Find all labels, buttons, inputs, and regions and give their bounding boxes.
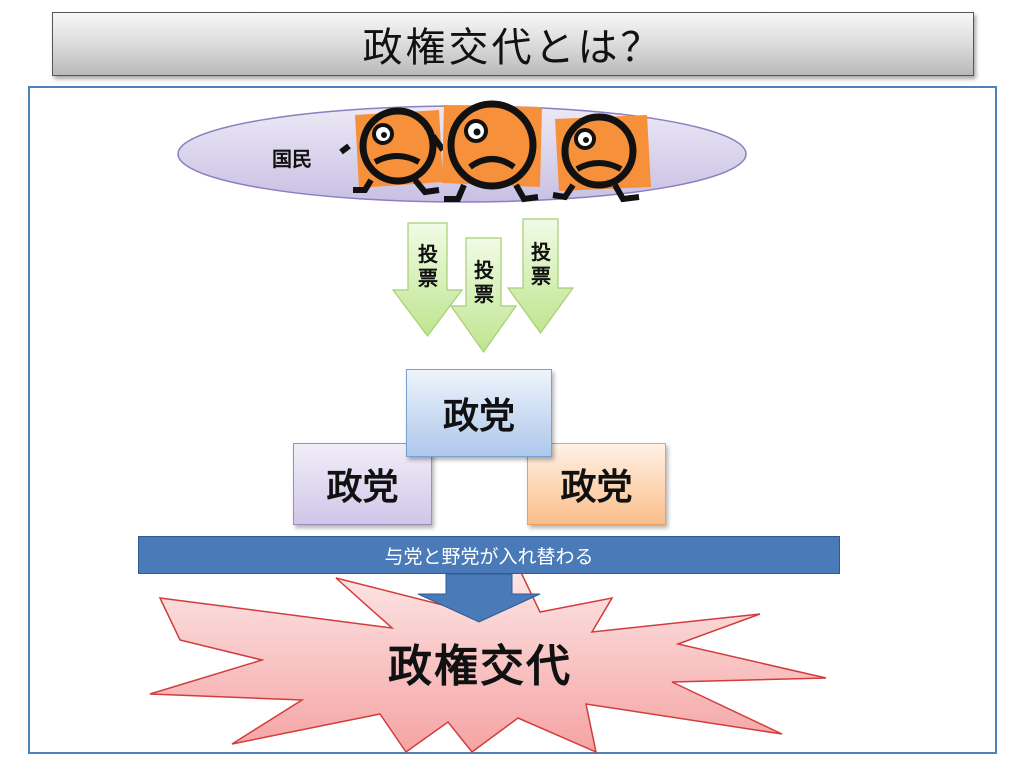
party-box-top: 政党 (406, 369, 552, 457)
vote-arrow-right (506, 218, 575, 335)
result-text: 政権交代 (388, 641, 572, 692)
swap-banner: 与党と野党が入れ替わる (138, 536, 840, 574)
swap-banner-text: 与党と野党が入れ替わる (384, 545, 594, 568)
citizens-icon (339, 100, 651, 203)
party-box-right: 政党 (527, 443, 666, 525)
person-icon (339, 107, 446, 196)
vote-arrow-left (391, 222, 464, 337)
diagram-frame (28, 86, 997, 754)
people-label: 国民 (272, 147, 312, 171)
person-icon (552, 113, 651, 203)
vote-label: 投票 (531, 240, 551, 288)
page-title: 政権交代とは？ (362, 25, 664, 71)
vote-arrow-center (449, 237, 518, 354)
title-bar: 政権交代とは？ (52, 12, 974, 76)
person-icon (442, 100, 542, 203)
vote-label: 投票 (418, 242, 438, 290)
banner-down-arrow (417, 573, 541, 623)
vote-label: 投票 (474, 258, 494, 306)
